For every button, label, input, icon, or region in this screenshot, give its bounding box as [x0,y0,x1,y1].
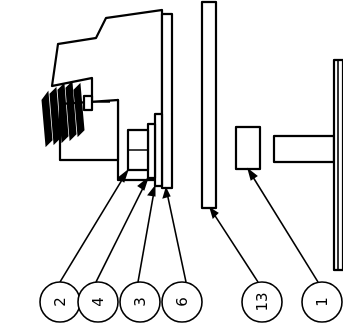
callout-label-3: 3 [131,297,149,307]
leader-3 [137,185,156,283]
shaft-rod [272,134,336,164]
separate-plate [200,0,218,210]
callout-2: 2 [39,281,81,323]
callout-3: 3 [119,281,161,323]
leader-lines [59,167,319,283]
callout-4: 4 [77,281,119,323]
leader-6 [165,187,187,283]
coil-spring [41,80,110,148]
face-plate [160,12,174,190]
leader-4 [95,177,149,283]
callout-label-6: 6 [173,297,191,307]
leader-13 [209,207,259,283]
callout-label-2: 2 [51,297,69,307]
callout-13: 13 [241,281,283,323]
callout-label-4: 4 [89,297,107,307]
callout-1: 1 [301,281,343,323]
callout-6: 6 [161,281,203,323]
leader-1 [247,168,319,283]
shaft-block [234,125,262,171]
callout-label-13: 13 [253,292,271,311]
callout-label-1: 1 [313,297,331,307]
leader-2 [59,169,129,283]
